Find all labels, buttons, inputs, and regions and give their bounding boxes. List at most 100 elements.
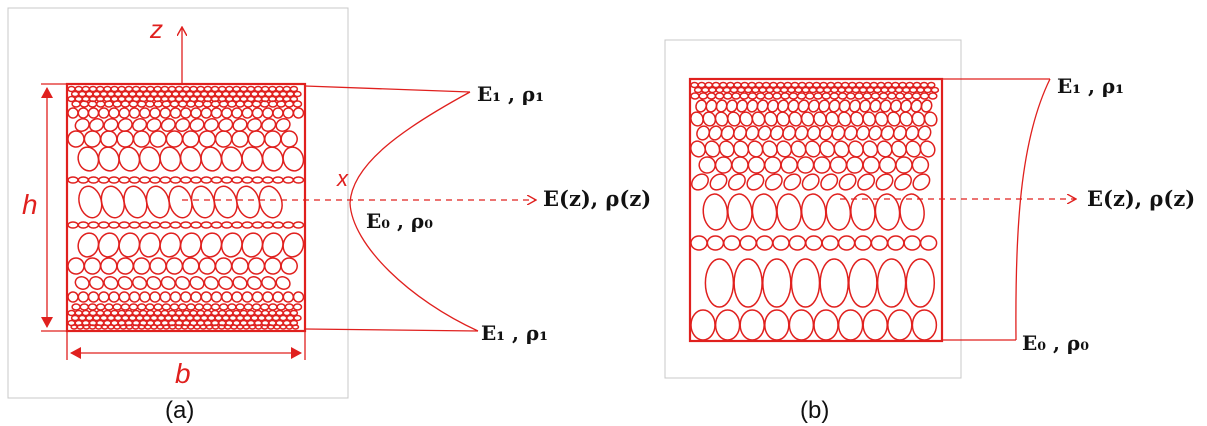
pore-a: [190, 185, 216, 219]
pore-a: [246, 276, 262, 290]
pore-a: [74, 309, 83, 317]
pore-a: [221, 314, 231, 322]
pore-a: [160, 309, 170, 317]
pore-a: [138, 232, 161, 258]
pore-b: [733, 81, 742, 89]
pore-a: [146, 276, 162, 290]
pore-a: [128, 291, 141, 303]
pore-b: [855, 81, 864, 89]
pore-a: [174, 85, 184, 93]
pore-a: [139, 221, 151, 229]
pore-a: [196, 85, 205, 93]
pore-b: [764, 92, 774, 100]
pore-a: [113, 324, 121, 330]
pore-b: [726, 81, 735, 89]
pore-b: [757, 125, 772, 141]
pore-a: [99, 90, 109, 98]
pore-b: [919, 81, 929, 89]
pore-b: [764, 156, 782, 174]
pore-b: [837, 92, 848, 100]
pore-a: [125, 324, 134, 330]
pore-b: [690, 92, 700, 100]
pore-a: [239, 85, 248, 93]
pore-a: [174, 309, 184, 317]
pore-a: [221, 90, 231, 98]
pore-a: [180, 176, 192, 184]
pore-a: [149, 130, 167, 148]
pore-a: [108, 291, 120, 303]
pore-b: [704, 258, 735, 308]
pore-a: [284, 100, 295, 108]
pore-b: [880, 86, 889, 94]
pore-a: [164, 314, 173, 322]
pore-b: [772, 92, 782, 100]
caption-a: (a): [165, 397, 194, 424]
pore-b: [693, 86, 703, 94]
pore-a: [214, 90, 223, 98]
pore-b: [887, 309, 913, 341]
pore-a: [262, 291, 274, 303]
pore-a: [123, 185, 148, 219]
pore-a: [235, 303, 245, 311]
pore-a: [87, 107, 100, 119]
pore-a: [128, 221, 141, 229]
pore-a: [160, 85, 170, 93]
pore-a: [264, 257, 282, 275]
pore-a: [185, 90, 195, 98]
pore-a: [132, 257, 151, 275]
pore-a: [85, 314, 94, 322]
pore-b: [911, 309, 938, 341]
pore-a: [198, 130, 216, 148]
pore-a: [205, 324, 214, 330]
pore-a: [282, 291, 295, 303]
pore-b: [794, 125, 809, 141]
pore-a: [146, 309, 155, 317]
pore-b: [912, 173, 931, 191]
pore-b: [720, 125, 735, 141]
pore-b: [869, 81, 879, 89]
pore-a: [137, 324, 146, 330]
pore-b: [761, 140, 778, 158]
pore-a: [70, 90, 80, 98]
pore-b: [903, 92, 913, 100]
pore-b: [830, 86, 839, 94]
pore-a: [235, 185, 261, 219]
pore-a: [210, 309, 220, 317]
pore-a: [210, 107, 223, 119]
pore-a: [139, 85, 148, 93]
pore-a: [103, 309, 112, 317]
pore-b: [819, 258, 849, 308]
pore-a: [180, 221, 192, 229]
pore-a: [92, 314, 101, 322]
pore-a: [95, 85, 105, 93]
pore-a: [227, 100, 237, 108]
pore-b: [887, 92, 897, 100]
pore-a: [241, 232, 264, 258]
pore-a: [132, 130, 151, 148]
pore-a: [87, 291, 100, 303]
pore-a: [98, 221, 110, 229]
pore-a: [169, 221, 182, 229]
pore-a: [113, 90, 123, 98]
pore-b: [895, 92, 905, 100]
pore-b: [829, 92, 840, 100]
pore-a: [169, 303, 180, 311]
pore-b: [746, 173, 765, 191]
pore-b: [899, 193, 925, 231]
pore-b: [739, 235, 757, 251]
pore-a: [149, 314, 159, 322]
pore-a: [135, 314, 144, 322]
pore-a: [159, 107, 172, 119]
pore-a: [121, 90, 130, 98]
pore-b: [905, 258, 936, 308]
pore-a: [232, 309, 241, 317]
pore-b: [758, 86, 767, 94]
pore-a: [78, 185, 103, 219]
pore-a: [177, 100, 188, 108]
pore-a: [124, 309, 134, 317]
pore-a: [225, 85, 234, 93]
pore-a: [211, 324, 220, 330]
pore-a: [180, 291, 192, 303]
pore-a: [231, 221, 243, 229]
pore-a: [100, 130, 118, 148]
